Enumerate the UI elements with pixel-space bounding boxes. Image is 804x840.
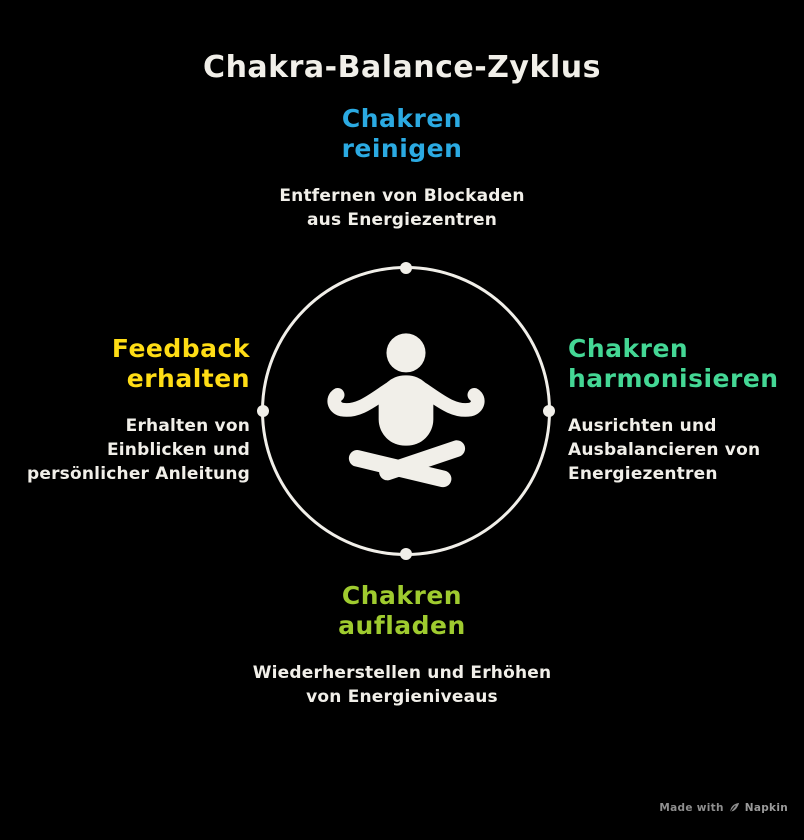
diagram-title: Chakra-Balance-Zyklus (203, 50, 601, 85)
step-feedback-erhalten: Feedback erhalten Erhalten von Einblicke… (0, 334, 250, 486)
step-title-line: reinigen (341, 134, 463, 163)
cycle-node-bottom (400, 548, 412, 560)
meditation-person-icon (327, 333, 485, 488)
step-title: Chakren aufladen (0, 581, 804, 641)
step-description-line: persönlicher Anleitung (27, 464, 250, 484)
step-title-line: Chakren (341, 581, 463, 610)
step-title-line: Chakren (568, 334, 689, 363)
step-description-line: Ausrichten und (568, 416, 717, 436)
step-title-line: Feedback (111, 334, 250, 363)
step-chakren-aufladen: Chakren aufladen Wiederherstellen und Er… (0, 581, 804, 709)
step-description-line: Energiezentren (568, 464, 718, 484)
watermark-text: Made with (659, 801, 724, 814)
step-title-line: harmonisieren (568, 364, 779, 393)
step-description-line: Wiederherstellen und Erhöhen (252, 663, 552, 683)
step-description: Entfernen von Blockaden aus Energiezentr… (0, 184, 804, 232)
step-description: Wiederherstellen und Erhöhen von Energie… (0, 661, 804, 709)
step-description-line: Ausbalancieren von (568, 440, 761, 460)
step-title: Chakren reinigen (0, 104, 804, 164)
step-description: Erhalten von Einblicken und persönlicher… (0, 414, 250, 486)
cycle-circle (257, 262, 555, 560)
step-description-line: Einblicken und (106, 440, 250, 460)
step-description-line: Entfernen von Blockaden (279, 186, 525, 206)
step-chakren-reinigen: Chakren reinigen Entfernen von Blockaden… (0, 104, 804, 232)
step-title-line: Chakren (341, 104, 463, 133)
step-chakren-harmonisieren: Chakren harmonisieren Ausrichten und Aus… (568, 334, 800, 486)
cycle-node-right (543, 405, 555, 417)
watermark: Made with Napkin (659, 801, 788, 814)
cycle-node-top (400, 262, 412, 274)
step-description-line: von Energieniveaus (306, 687, 498, 707)
step-title-line: erhalten (126, 364, 250, 393)
step-title-line: aufladen (338, 611, 466, 640)
cycle-node-left (257, 405, 269, 417)
step-description-line: Erhalten von (125, 416, 250, 436)
step-title: Feedback erhalten (0, 334, 250, 394)
step-description: Ausrichten und Ausbalancieren von Energi… (568, 414, 800, 486)
step-title: Chakren harmonisieren (568, 334, 800, 394)
watermark-brand: Napkin (744, 801, 788, 814)
step-description-line: aus Energiezentren (306, 210, 498, 230)
napkin-logo-icon (729, 802, 739, 813)
